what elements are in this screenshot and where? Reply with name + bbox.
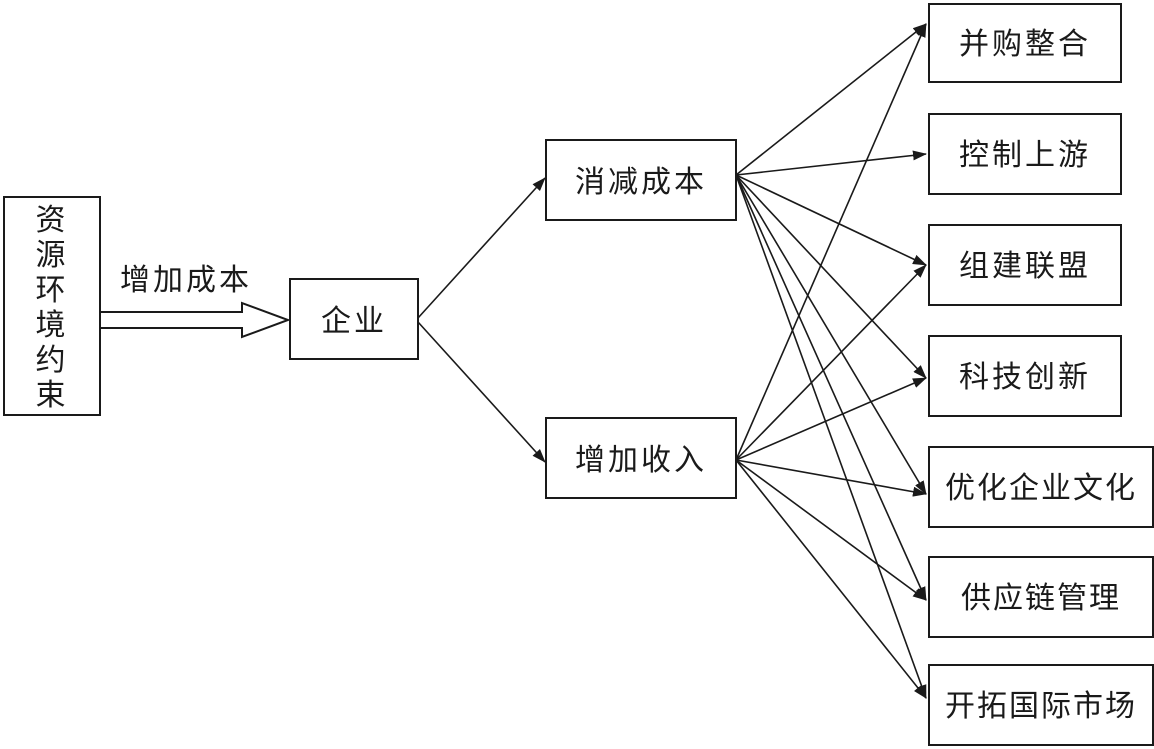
constraint-char-6: 束: [36, 378, 69, 413]
constraint-char-4: 境: [36, 308, 69, 343]
arrow-reduce-cost-to-strategy-4: [735, 174, 927, 379]
arrow-reduce-cost-to-strategy-1: [735, 23, 927, 176]
arrow-increase-revenue-to-strategy-3: [735, 264, 927, 461]
arrow-reduce-cost-to-strategy-6: [735, 174, 927, 601]
constraint-char-1: 资: [36, 203, 69, 238]
strategy-node-7: 开拓国际市场: [928, 664, 1154, 746]
cost-label: 增加成本: [120, 263, 252, 298]
strategy-label-5: 优化企业文化: [945, 471, 1137, 506]
arrow-increase-revenue-to-strategy-7: [735, 459, 927, 699]
constraint-char-2: 源: [36, 238, 69, 273]
enterprise-label: 企业: [321, 304, 387, 339]
strategy-node-3: 组建联盟: [928, 224, 1122, 306]
constraint-node: 资 源 环 境 约 束: [3, 196, 101, 416]
increase-revenue-label: 增加收入: [575, 443, 707, 478]
arrow-increase-revenue-to-strategy-4: [735, 377, 927, 461]
strategy-node-1: 并购整合: [928, 3, 1122, 83]
strategy-label-4: 科技创新: [959, 360, 1091, 395]
constraint-char-3: 环: [36, 273, 69, 308]
arrow-enterprise-to-reduce-cost: [417, 177, 546, 319]
strategy-node-4: 科技创新: [928, 335, 1122, 417]
strategy-label-6: 供应链管理: [961, 581, 1121, 616]
strategy-label-3: 组建联盟: [959, 249, 1091, 284]
strategy-label-1: 并购整合: [959, 27, 1091, 62]
arrow-increase-revenue-to-strategy-1: [735, 23, 927, 461]
enterprise-node: 企业: [289, 278, 419, 360]
arrow-reduce-cost-to-strategy-5: [735, 174, 927, 495]
reduce-cost-label: 消减成本: [575, 165, 707, 200]
increase-revenue-node: 增加收入: [545, 417, 737, 499]
strategy-label-7: 开拓国际市场: [945, 689, 1137, 724]
arrow-increase-revenue-to-strategy-5: [735, 459, 927, 497]
strategy-node-6: 供应链管理: [928, 556, 1154, 638]
strategy-node-2: 控制上游: [928, 113, 1122, 195]
strategy-node-5: 优化企业文化: [928, 446, 1154, 528]
edges-layer: [417, 23, 927, 699]
arrow-reduce-cost-to-strategy-7: [735, 174, 927, 699]
hollow-arrow: [99, 301, 291, 339]
arrow-increase-revenue-to-strategy-6: [735, 459, 927, 601]
constraint-char-5: 约: [36, 343, 69, 378]
arrow-reduce-cost-to-strategy-3: [735, 174, 927, 266]
arrow-enterprise-to-increase-revenue: [417, 321, 546, 463]
arrow-reduce-cost-to-strategy-2: [735, 150, 927, 176]
reduce-cost-node: 消减成本: [545, 139, 737, 221]
strategy-label-2: 控制上游: [959, 138, 1091, 173]
